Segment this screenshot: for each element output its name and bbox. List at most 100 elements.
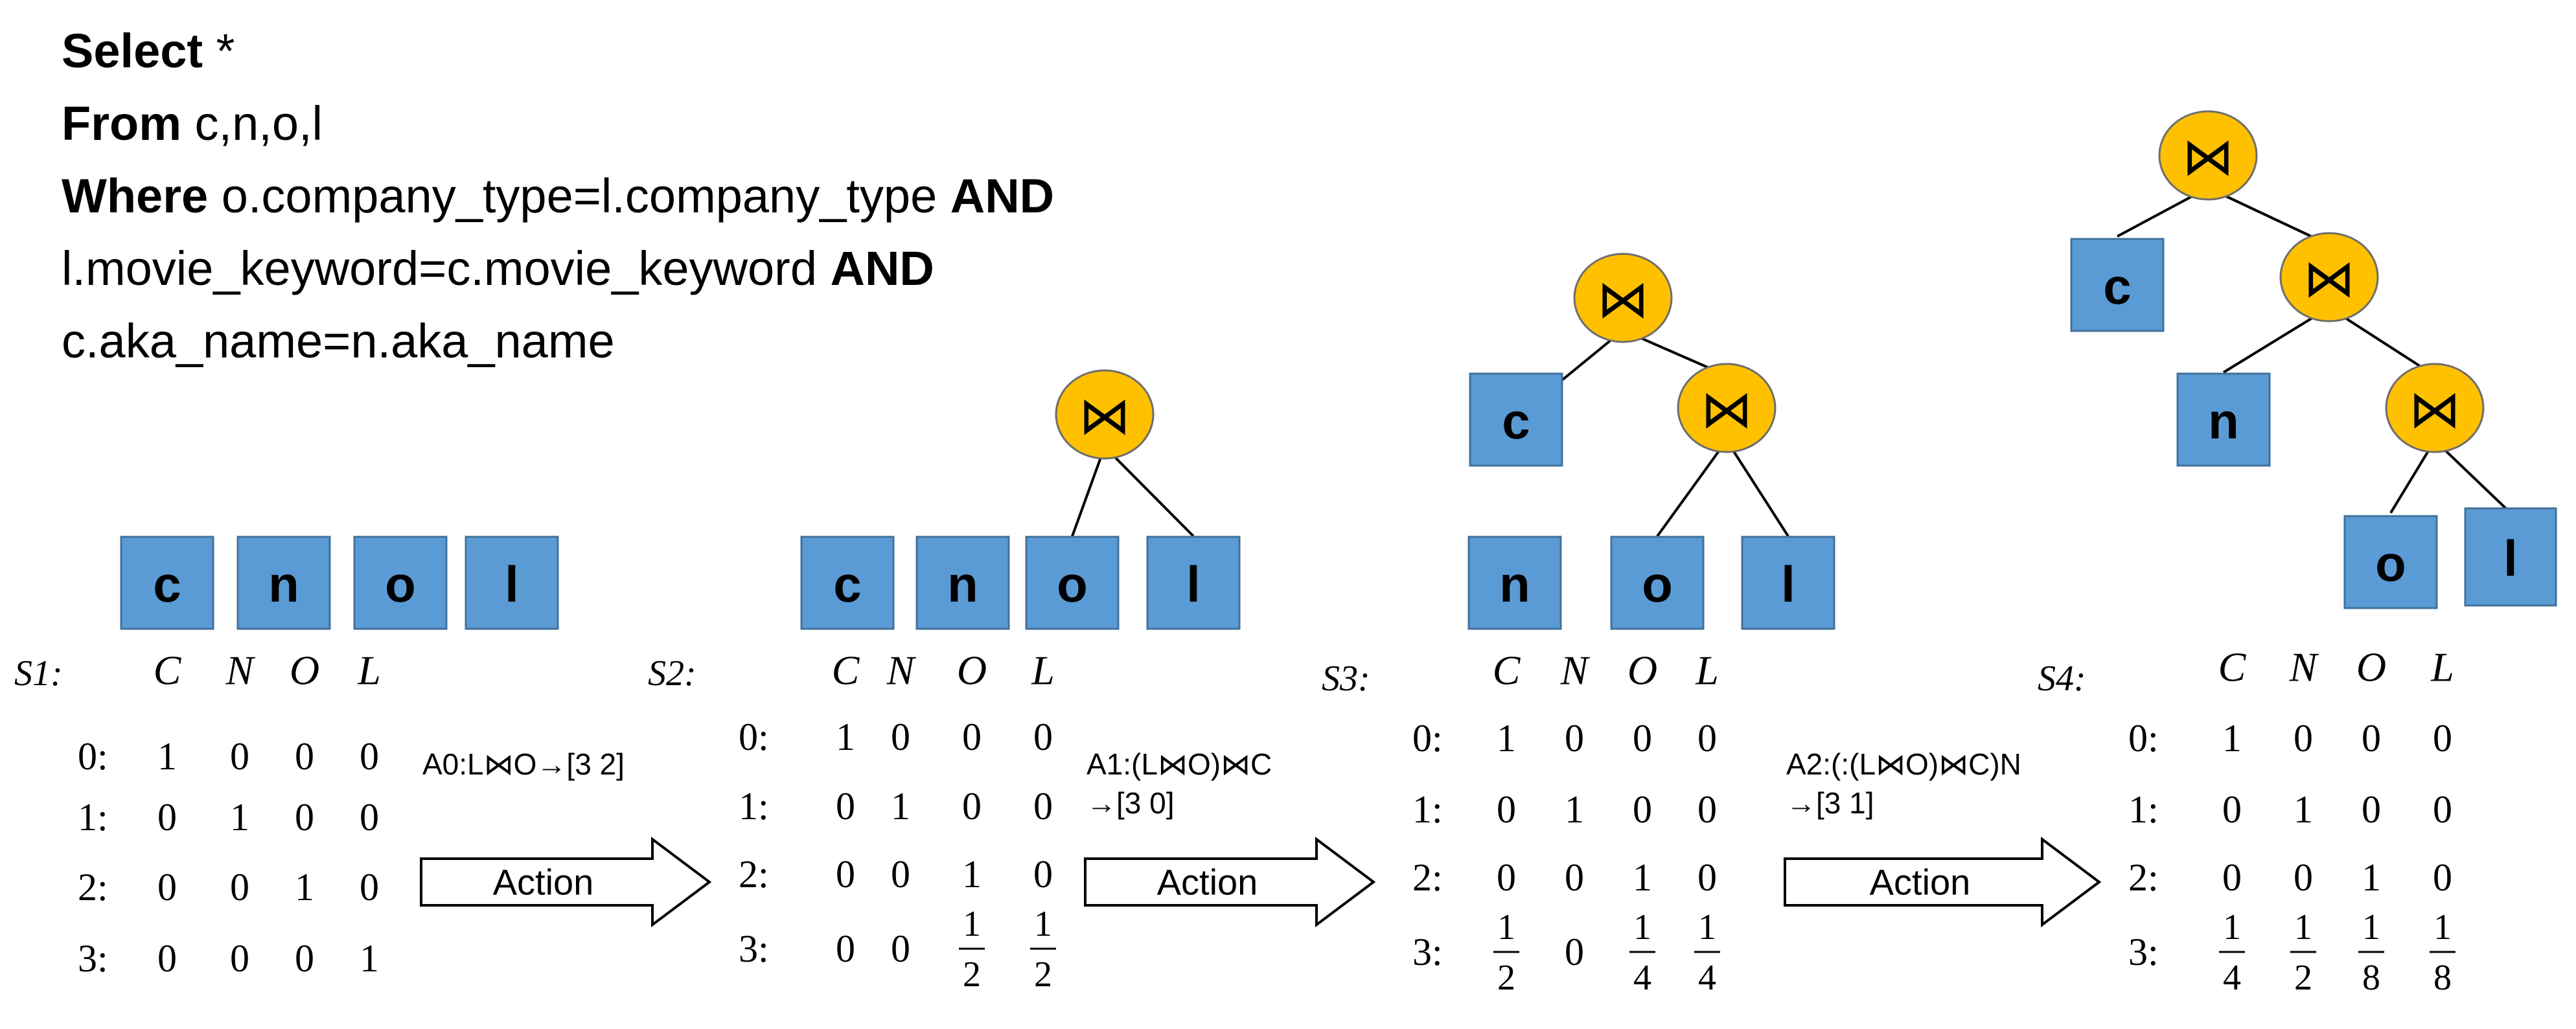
join-symbol-icon: ⋈ <box>1701 379 1753 440</box>
row-label-2: 2: <box>2128 856 2159 899</box>
matrix-cell: 1 <box>836 716 855 758</box>
relation-label-c: c <box>153 556 181 613</box>
matrix-cell: 0 <box>1633 717 1652 760</box>
relation-label-o: o <box>1642 556 1673 613</box>
matrix-cell: 0 <box>2362 717 2381 760</box>
matrix-cell: 0 <box>2433 717 2452 760</box>
relation-label-n: n <box>268 556 299 613</box>
matrix-cell: 0 <box>1697 788 1717 831</box>
matrix-cell: 1 <box>360 937 379 980</box>
action-annotation: →[3 1] <box>1786 786 1874 820</box>
relation-label-n: n <box>947 556 978 613</box>
matrix-cell-denominator: 4 <box>1698 958 1716 998</box>
relation-label-c: c <box>833 556 861 613</box>
relation-label-l: l <box>1781 556 1795 613</box>
matrix-cell-denominator: 2 <box>1034 955 1052 995</box>
row-label-0: 0: <box>2128 717 2159 760</box>
matrix-cell-denominator: 2 <box>2294 958 2312 998</box>
sql-line-condition-2: l.movie_keyword=c.movie_keyword AND <box>62 242 934 295</box>
matrix-cell: 1 <box>2362 856 2381 899</box>
matrix-cell: 0 <box>360 735 379 778</box>
relation-box-n <box>915 536 1010 630</box>
matrix-cell-numerator: 1 <box>1633 907 1651 947</box>
relation-label-o: o <box>385 556 416 613</box>
matrix-cell: 0 <box>157 796 177 839</box>
sql-line-from: From c,n,o,l <box>62 96 323 150</box>
matrix-cell: 0 <box>295 735 314 778</box>
join-node <box>2385 363 2485 453</box>
column-header-C: C <box>1493 648 1521 694</box>
matrix-cell: 0 <box>230 866 249 909</box>
join-node <box>1677 363 1777 453</box>
matrix-cell: 0 <box>1697 717 1717 760</box>
column-header-N: N <box>225 648 256 694</box>
tree-edge <box>1725 439 1789 537</box>
matrix-cell: 0 <box>230 735 249 778</box>
action-annotation: →[3 0] <box>1087 786 1175 820</box>
join-node <box>1573 253 1673 343</box>
column-header-C: C <box>832 648 860 694</box>
tree-edge <box>1103 446 1195 537</box>
matrix-cell: 0 <box>962 716 982 758</box>
matrix-cell: 0 <box>1033 785 1053 828</box>
relation-label-c: c <box>2103 258 2131 315</box>
matrix-cell: 1 <box>891 785 910 828</box>
matrix-cell: 0 <box>230 937 249 980</box>
action-annotation: A1:(L⋈O)⋈C <box>1087 747 1272 781</box>
relation-box-c <box>800 536 895 630</box>
matrix-cell: 0 <box>360 796 379 839</box>
matrix-cell: 1 <box>2294 788 2313 831</box>
row-label-3: 3: <box>2128 931 2159 973</box>
column-header-N: N <box>886 648 917 694</box>
state-label-4: S4: <box>2038 659 2086 699</box>
matrix-cell: 0 <box>2222 788 2242 831</box>
matrix-cell-numerator: 1 <box>1034 904 1052 944</box>
join-symbol-icon: ⋈ <box>1597 269 1649 330</box>
matrix-cell-numerator: 1 <box>2294 907 2312 947</box>
join-symbol-icon: ⋈ <box>2409 379 2461 440</box>
matrix-cell-denominator: 4 <box>1633 958 1651 998</box>
relation-box-l <box>465 536 559 630</box>
relation-label-o: o <box>2375 535 2406 592</box>
row-label-3: 3: <box>78 937 108 980</box>
relation-box-l <box>2464 507 2557 607</box>
matrix-cell: 0 <box>836 785 855 828</box>
column-header-O: O <box>2356 644 2386 690</box>
tree-edge <box>1071 446 1106 537</box>
action-annotation: A2:(:(L⋈O)⋈C)N <box>1786 747 2021 781</box>
relation-label-n: n <box>1499 556 1530 613</box>
join-symbol-icon: ⋈ <box>2303 249 2355 309</box>
matrix-cell-numerator: 1 <box>963 904 981 944</box>
column-header-L: L <box>357 648 381 694</box>
join-node <box>2158 110 2258 201</box>
matrix-cell-denominator: 8 <box>2362 958 2380 998</box>
matrix-cell: 0 <box>1497 788 1516 831</box>
matrix-cell: 1 <box>295 866 314 909</box>
sql-line-condition-3: c.aka_name=n.aka_name <box>62 314 615 368</box>
relation-label-c: c <box>1502 392 1530 449</box>
relation-label-l: l <box>505 556 519 613</box>
matrix-cell: 0 <box>2222 856 2242 899</box>
matrix-cell: 0 <box>2362 788 2381 831</box>
relation-label-l: l <box>2503 530 2518 587</box>
matrix-cell: 0 <box>1497 856 1516 899</box>
join-symbol-icon: ⋈ <box>1079 386 1131 446</box>
column-header-L: L <box>1695 648 1719 694</box>
matrix-cell: 0 <box>2433 856 2452 899</box>
matrix-cell-numerator: 1 <box>1698 907 1716 947</box>
relation-box-n <box>236 536 331 630</box>
row-label-0: 0: <box>739 716 769 758</box>
row-label-3: 3: <box>739 927 769 970</box>
relation-box-o <box>1610 536 1705 630</box>
state-label-2: S2: <box>648 653 696 694</box>
row-label-3: 3: <box>1412 931 1443 973</box>
matrix-cell: 0 <box>1697 856 1717 899</box>
relation-label-l: l <box>1186 556 1201 613</box>
matrix-cell: 1 <box>2222 717 2242 760</box>
sql-line-where: Where o.company_type=l.company_type AND <box>62 169 1055 223</box>
matrix-cell: 1 <box>1497 717 1516 760</box>
matrix-cell: 0 <box>891 927 910 970</box>
row-label-1: 1: <box>1412 788 1443 831</box>
matrix-cell: 0 <box>962 785 982 828</box>
